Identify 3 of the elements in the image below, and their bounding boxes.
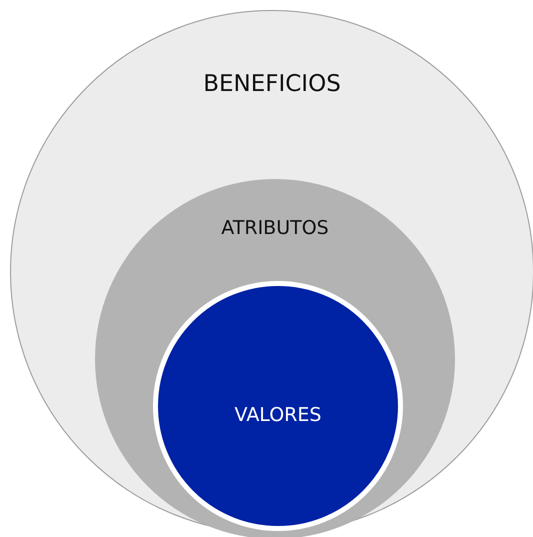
circle-label: VALORES <box>234 404 322 426</box>
circle-label: BENEFICIOS <box>202 71 342 97</box>
circle-label: ATRIBUTOS <box>220 217 330 239</box>
